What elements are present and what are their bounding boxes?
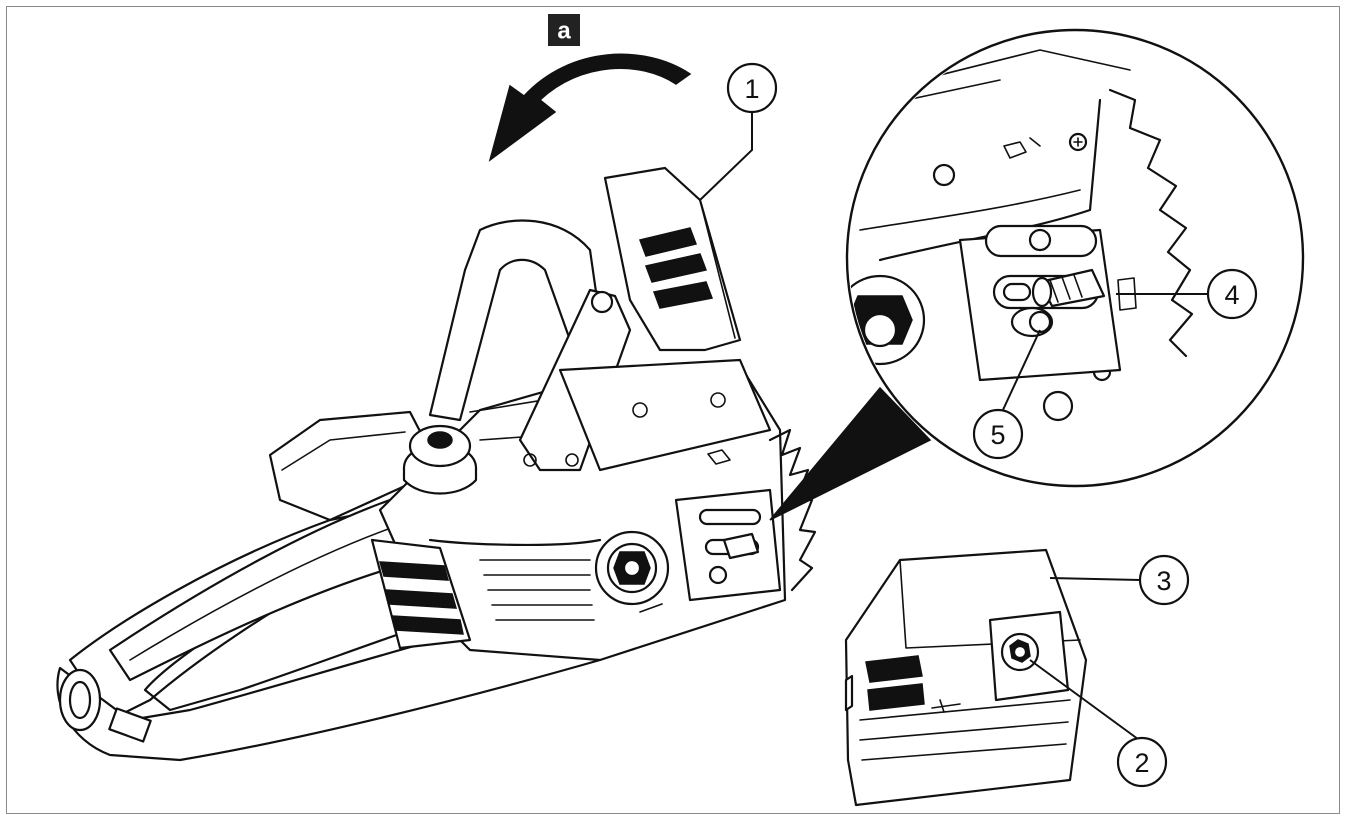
- callout-3: 3: [1138, 554, 1190, 606]
- svg-text:2: 2: [1134, 748, 1149, 778]
- magnified-inset: [769, 28, 1305, 521]
- callout-2: 2: [1116, 736, 1168, 788]
- chainsaw-body: [56, 166, 817, 762]
- svg-text:1: 1: [744, 74, 759, 104]
- chain-brake-guard: [603, 166, 742, 352]
- callout-1: 1: [726, 62, 778, 114]
- leader-3: [1049, 577, 1141, 581]
- leader-5: [1001, 329, 1041, 413]
- callout-5: 5: [972, 408, 1024, 460]
- svg-text:5: 5: [990, 420, 1005, 450]
- cover-nut: [1000, 632, 1040, 672]
- svg-text:4: 4: [1224, 280, 1239, 310]
- oil-cap: [402, 424, 478, 495]
- sprocket: [594, 530, 670, 606]
- leader-2: [1029, 659, 1143, 743]
- step-badge: a: [548, 14, 580, 46]
- svg-text:3: 3: [1156, 566, 1171, 596]
- rotation-arrow: [488, 53, 692, 162]
- vent-grille: [370, 538, 472, 650]
- chain-cover: [844, 548, 1088, 807]
- svg-text:a: a: [557, 18, 571, 45]
- callout-4: 4: [1206, 268, 1258, 320]
- side-ribs: [479, 559, 595, 621]
